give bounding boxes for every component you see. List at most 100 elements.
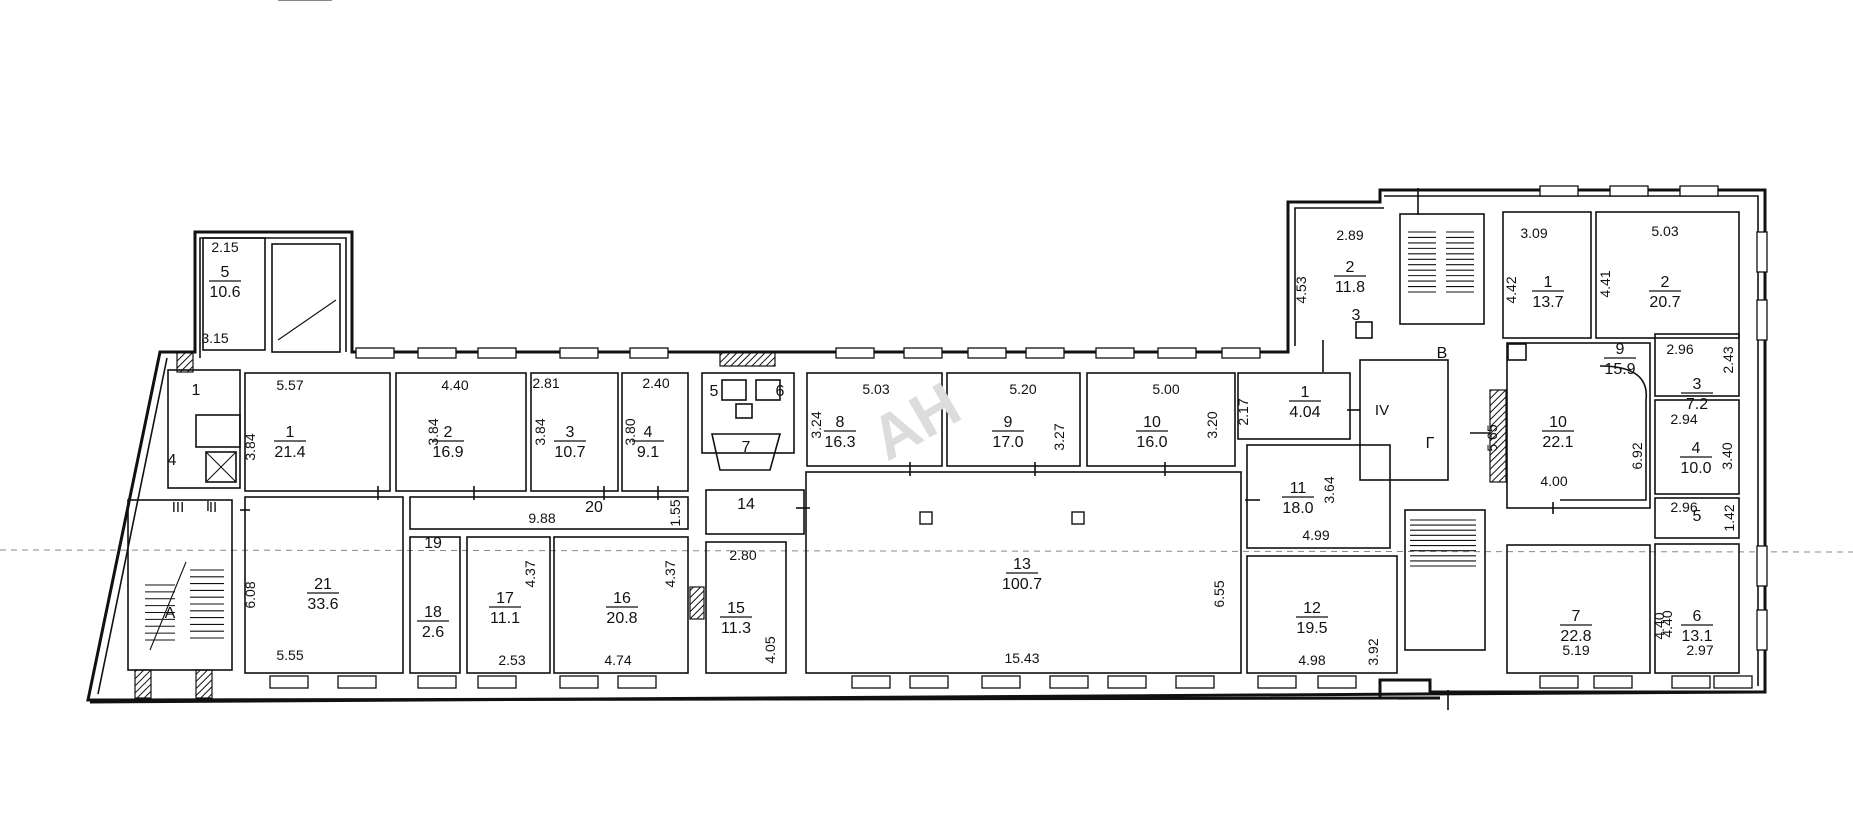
room-area: 16.3 (824, 434, 855, 451)
dimension-label: 3.84 (425, 418, 441, 445)
label-left-14: 14 (737, 496, 755, 513)
room-area: 10.7 (554, 444, 585, 461)
room-area: 13.1 (1681, 628, 1712, 645)
window (1539, 675, 1579, 689)
dimension-label: 15.43 (1004, 650, 1039, 666)
room-labels: 510.6121.4216.9310.749.1816.3917.01016.0… (209, 259, 1713, 645)
dimension-label: 5.20 (1009, 381, 1036, 397)
room-number: 9 (1004, 414, 1013, 431)
dimension-label: 6.55 (1211, 580, 1227, 607)
room-number: 2 (1661, 274, 1670, 291)
dimension-label: 5.19 (1562, 642, 1589, 658)
room-label-r-left-2: 216.9 (432, 424, 464, 461)
room-number: 15 (727, 600, 745, 617)
door-marks (240, 188, 1554, 710)
roman-II: II (209, 499, 217, 516)
dimension-label: 5.55 (276, 647, 303, 663)
room-number: 16 (613, 590, 631, 607)
room-label-r-right-1: 113.7 (1532, 274, 1564, 311)
room-label-r-right-6: 613.1 (1681, 608, 1713, 645)
window (617, 675, 657, 689)
room-number: 1 (1544, 274, 1553, 291)
room-area: 4.04 (1289, 404, 1320, 421)
window (981, 675, 1021, 689)
window (559, 347, 599, 359)
window (1317, 675, 1357, 689)
room-number: 17 (496, 590, 514, 607)
dimension-label: 4.37 (662, 560, 678, 587)
window (967, 347, 1007, 359)
window (909, 675, 949, 689)
room-number: 10 (1143, 414, 1161, 431)
room-label-r-right-4: 410.0 (1680, 440, 1712, 477)
window (1107, 675, 1147, 689)
room-number: 9 (1616, 341, 1625, 358)
window (355, 347, 395, 359)
dimension-label: 6.92 (1629, 442, 1645, 469)
room-number: 2 (444, 424, 453, 441)
dimension-label: 3.64 (1321, 476, 1337, 503)
window (629, 347, 669, 359)
room-label-r-right-7: 722.8 (1560, 608, 1592, 645)
dimension-label: 3.24 (808, 411, 824, 438)
room-area: 15.9 (1604, 361, 1635, 378)
window (1257, 675, 1297, 689)
roman-IV: IV (1375, 402, 1389, 419)
stair-label-g: Г (1426, 435, 1435, 452)
window (1756, 299, 1768, 341)
room-number: 12 (1303, 600, 1321, 617)
dimension-label: 3.09 (1520, 225, 1547, 241)
window (477, 675, 517, 689)
window (1539, 185, 1579, 197)
room-label-r-left-17: 17 11.1 (489, 590, 521, 627)
room-area: 11.1 (490, 610, 520, 627)
roman-I: I (206, 498, 210, 515)
window (1679, 185, 1719, 197)
dimension-label: 2.89 (1336, 227, 1363, 243)
dimension-label: 4.99 (1302, 527, 1329, 543)
room-area: 22.1 (1542, 434, 1573, 451)
dimension-label: 4.00 (1540, 473, 1567, 489)
room-number: 21 (314, 576, 332, 593)
dimension-label: 5.57 (276, 377, 303, 393)
windows (269, 185, 1768, 689)
room-number: 8 (836, 414, 845, 431)
dimension-labels: 2.153.155.573.844.403.842.813.842.403.80… (201, 223, 1737, 668)
roman-III: III (172, 499, 185, 516)
dimension-label: 2.80 (729, 547, 756, 563)
dimension-label: 2.96 (1670, 499, 1697, 515)
room-area: 21.4 (274, 444, 305, 461)
room-label-r-left-4: 49.1 (632, 424, 664, 461)
room-area: 18.0 (1282, 500, 1313, 517)
room-label-r-right-2a: 211.8 (1334, 259, 1366, 296)
window (1175, 675, 1215, 689)
label-left-4: 4 (168, 452, 177, 469)
window (1593, 675, 1633, 689)
dimension-label: 3.27 (1051, 423, 1067, 450)
room-label-r-left-1: 121.4 (274, 424, 306, 461)
dimension-label: 5.03 (1651, 223, 1678, 239)
dimension-label: 4.05 (762, 636, 778, 663)
window (1713, 675, 1753, 689)
dimension-label: 4.37 (522, 560, 538, 587)
stair-labels: А В Г (165, 345, 1448, 622)
dimension-label: 4.74 (604, 652, 631, 668)
window (417, 347, 457, 359)
dimension-label: 4.40 (441, 377, 468, 393)
window (903, 347, 943, 359)
room-label-r-left-8: 816.3 (824, 414, 856, 451)
room-number: 3 (566, 424, 575, 441)
room-area: 17.0 (992, 434, 1023, 451)
room-number: 7 (1572, 608, 1581, 625)
dimension-label: 2.17 (1235, 398, 1251, 425)
dimension-label: 3.40 (1719, 442, 1735, 469)
window (1157, 347, 1197, 359)
dimension-label: 2.96 (1666, 341, 1693, 357)
label-left-6: 6 (776, 383, 785, 400)
dimension-label: 2.97 (1686, 642, 1713, 658)
